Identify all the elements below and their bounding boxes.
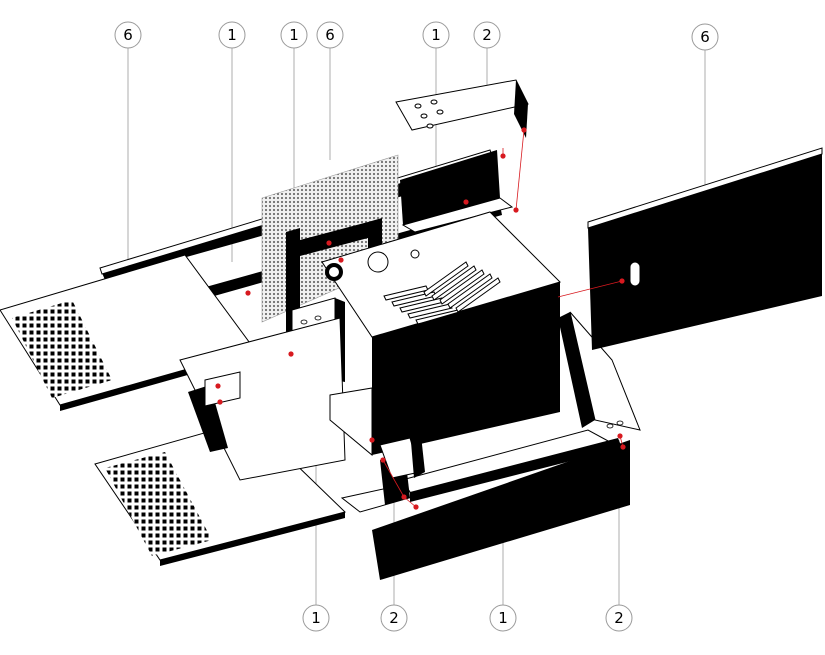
callout-label: 6 [123, 26, 133, 44]
slot-hole [629, 261, 641, 287]
callout-top-2: 2 [473, 21, 501, 49]
callout-bottom-1-b: 1 [489, 604, 517, 632]
callout-top-1-a: 1 [218, 21, 246, 49]
callout-top-6-mid: 6 [316, 21, 344, 49]
callout-top-1-c: 1 [422, 21, 450, 49]
callout-label: 2 [614, 609, 624, 627]
small-bracket [379, 426, 425, 479]
callout-label: 6 [700, 28, 710, 46]
callout-label: 1 [311, 609, 321, 627]
callout-top-6-left: 6 [114, 21, 142, 49]
vent-slots [383, 261, 501, 325]
callout-label: 1 [498, 609, 508, 627]
rivets [215, 127, 626, 510]
callout-label: 6 [325, 26, 335, 44]
callout-bottom-1-a: 1 [302, 604, 330, 632]
upper-right-channel [400, 150, 514, 233]
callout-label: 1 [431, 26, 441, 44]
top-cover [321, 211, 561, 338]
top-small-plate [395, 79, 529, 138]
callout-label: 2 [482, 26, 492, 44]
right-panel [587, 147, 823, 350]
center-deck [179, 317, 346, 481]
callout-label: 1 [289, 26, 299, 44]
callout-label: 2 [389, 609, 399, 627]
callouts: 6 1 1 6 1 2 6 1 [114, 21, 719, 632]
callout-bottom-2-b: 2 [605, 604, 633, 632]
callout-bottom-2-a: 2 [380, 604, 408, 632]
callout-top-6-right: 6 [691, 23, 719, 51]
callout-label: 1 [227, 26, 237, 44]
callout-top-1-b: 1 [280, 21, 308, 49]
main-box [329, 282, 560, 457]
